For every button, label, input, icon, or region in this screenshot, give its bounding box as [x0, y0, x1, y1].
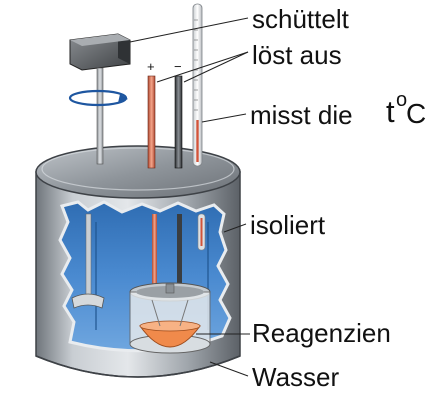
leader-triggers-negative: [183, 51, 249, 83]
leader-shakes: [129, 17, 249, 43]
negative-electrode: [174, 75, 183, 169]
label-measures: misst die: [250, 100, 353, 130]
rotation-arrow-icon: [68, 89, 128, 107]
vessel-lid: [35, 145, 241, 199]
reagent-dish: [139, 299, 201, 348]
positive-electrode-submerged: [152, 214, 157, 286]
stirrer-shaft: [96, 67, 104, 165]
stirrer-shaft-submerged: [85, 213, 92, 303]
label-temp-t: t: [386, 94, 395, 129]
positive-sign: +: [147, 59, 155, 74]
leader-triggers-positive: [156, 51, 249, 83]
label-water: Wasser: [252, 362, 340, 392]
positive-electrode: [147, 75, 156, 169]
negative-electrode-submerged: [177, 214, 182, 286]
label-shakes: schüttelt: [252, 4, 349, 34]
thermometer: [192, 3, 206, 251]
label-temp-degree: o: [396, 89, 408, 111]
label-insulated: isoliert: [250, 210, 326, 240]
negative-sign: −: [174, 59, 182, 74]
label-temp-unit: C: [406, 98, 427, 129]
leader-measures: [201, 113, 247, 123]
leader-insulated: [223, 223, 247, 233]
label-triggers: löst aus: [252, 40, 342, 70]
stirrer-paddle: [71, 293, 105, 309]
leader-water: [209, 361, 249, 377]
label-reagents: Reagenzien: [252, 318, 391, 348]
